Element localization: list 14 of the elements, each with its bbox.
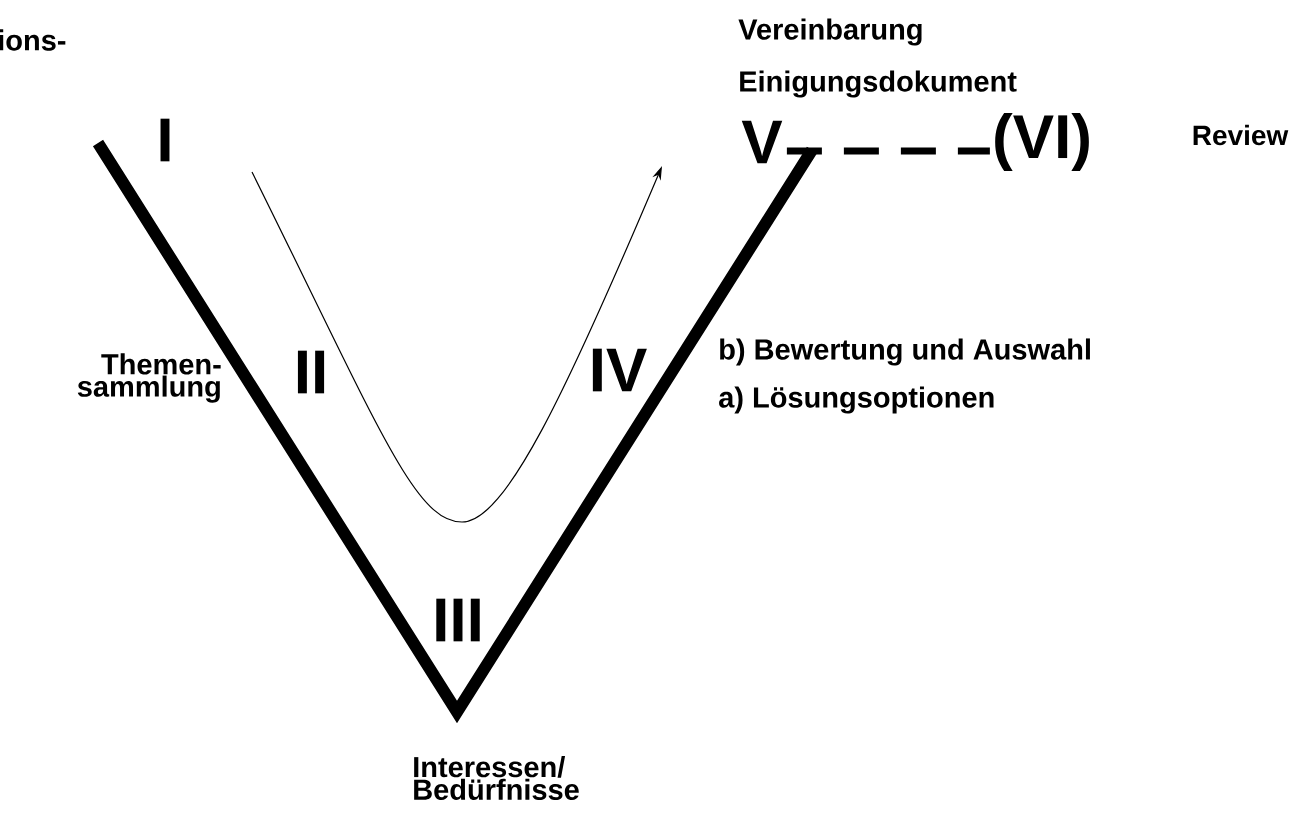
- stage-label: (VI): [995, 113, 1089, 171]
- text-label: Review: [1193, 124, 1289, 146]
- text-label: IV: [592, 348, 647, 392]
- text-label: Themen- sammlung: [77, 353, 221, 403]
- text-label: b) Bewertung und Auswahl: [720, 338, 1090, 366]
- text-label: III: [436, 598, 480, 642]
- text-label: I: [160, 118, 170, 162]
- text-label: ions-: [0, 29, 66, 51]
- text-label: II: [297, 350, 325, 394]
- stage-label: V: [741, 120, 783, 164]
- text-label: Interessen/ Bedürfnisse: [414, 756, 579, 800]
- text-label: a) Lösungsoptionen: [719, 386, 994, 414]
- text-label: Einigungsdokument: [740, 70, 1017, 98]
- text-label: Vereinbarung: [738, 18, 922, 46]
